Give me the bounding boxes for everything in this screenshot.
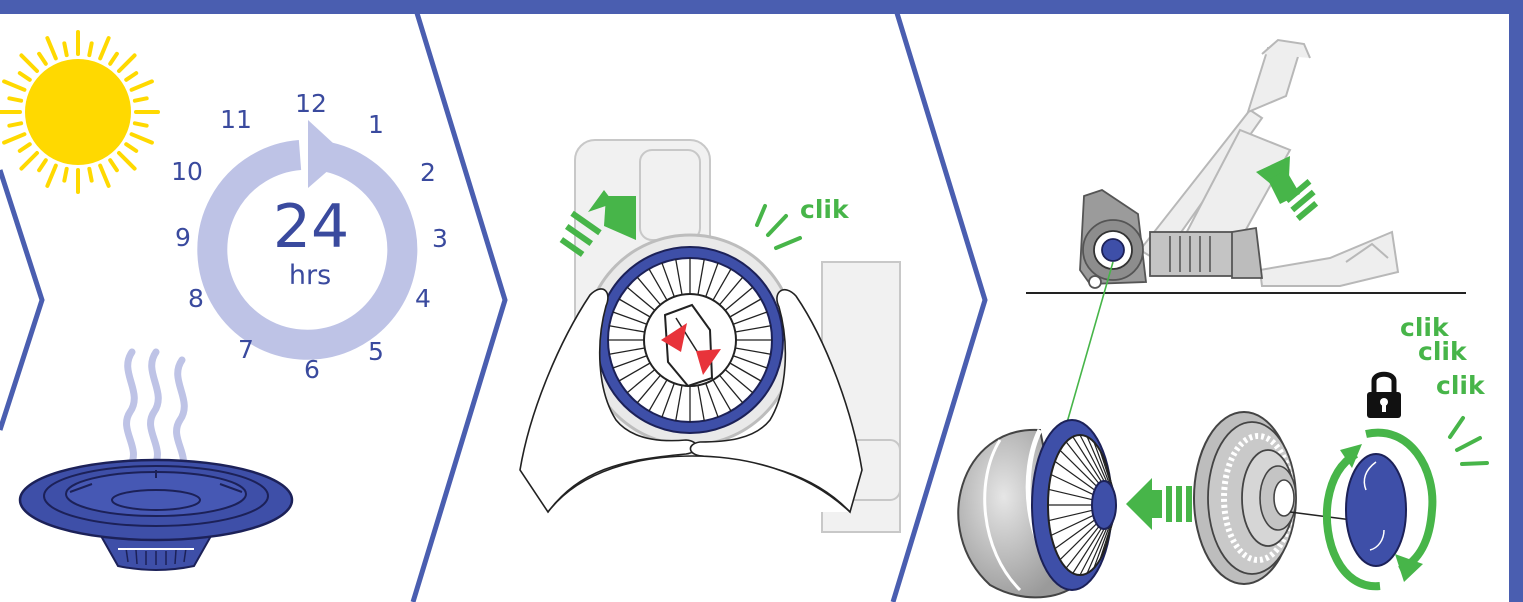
click-sound-label-3: clik [1436, 371, 1486, 400]
clock-number-12: 12 [295, 89, 327, 118]
clock-number-1: 1 [368, 110, 384, 139]
panel-divider-2 [890, 0, 988, 602]
frame-right-bar [1509, 0, 1523, 602]
clock-number-3: 3 [432, 224, 448, 253]
vacuum-cleaner-head [1079, 189, 1264, 289]
panel-reinsert-filter: clik [519, 139, 901, 533]
tilt-arrow-icon [1256, 156, 1319, 222]
filter-ring [1193, 411, 1297, 585]
duration-unit: hrs [289, 260, 331, 291]
vacuum-machine [1138, 38, 1400, 287]
align-arrow-right-icon [696, 349, 721, 375]
clock-number-11: 11 [220, 105, 252, 134]
cycle-arrow-ring [197, 120, 418, 360]
steam-icon [123, 348, 188, 476]
panel-drying-time: 24 hrs 12 1 2 3 4 5 6 7 8 9 10 11 [0, 30, 448, 571]
detail-connector [1061, 261, 1114, 441]
clock-numbers: 12 1 2 3 4 5 6 7 8 9 10 11 [171, 89, 448, 384]
cyclone-ball [957, 419, 1117, 599]
clock-number-6: 6 [304, 355, 320, 384]
clock-number-8: 8 [188, 284, 204, 313]
padlock-icon [1367, 371, 1401, 418]
frame-top-bar [0, 0, 1523, 14]
click-sound-lines-2 [1448, 416, 1489, 466]
filter-tab [663, 303, 714, 388]
panel-refit-ball: clik clik clik [957, 38, 1489, 599]
clock-number-9: 9 [175, 223, 191, 252]
rotate-arrowhead-1 [1395, 554, 1423, 582]
clock-number-10: 10 [171, 157, 203, 186]
filter-spokes [608, 258, 772, 422]
push-arrow-icon [559, 190, 636, 257]
insert-arrow-icon [1126, 478, 1192, 530]
click-sound-label-2: clik [1418, 337, 1468, 366]
sun-icon [0, 30, 160, 194]
duration-value: 24 [273, 192, 349, 262]
hands-illustration [519, 288, 863, 514]
clock-number-7: 7 [238, 335, 254, 364]
rotate-arrowhead-2 [1340, 444, 1362, 468]
panel-divider-0 [0, 169, 45, 431]
click-sound-label: clik [800, 195, 850, 224]
click-sound-label-1: clik [1400, 313, 1450, 342]
end-cap [1345, 453, 1407, 567]
clock-number-2: 2 [420, 158, 436, 187]
clock-number-5: 5 [368, 337, 384, 366]
rotate-arrows-icon [1322, 428, 1437, 591]
clock-number-4: 4 [415, 284, 431, 313]
axle-line [1289, 511, 1353, 521]
panel-divider-1 [410, 0, 508, 602]
align-arrow-left-icon [661, 323, 687, 352]
click-sound-lines [755, 204, 802, 250]
filter-bowl [18, 458, 294, 571]
